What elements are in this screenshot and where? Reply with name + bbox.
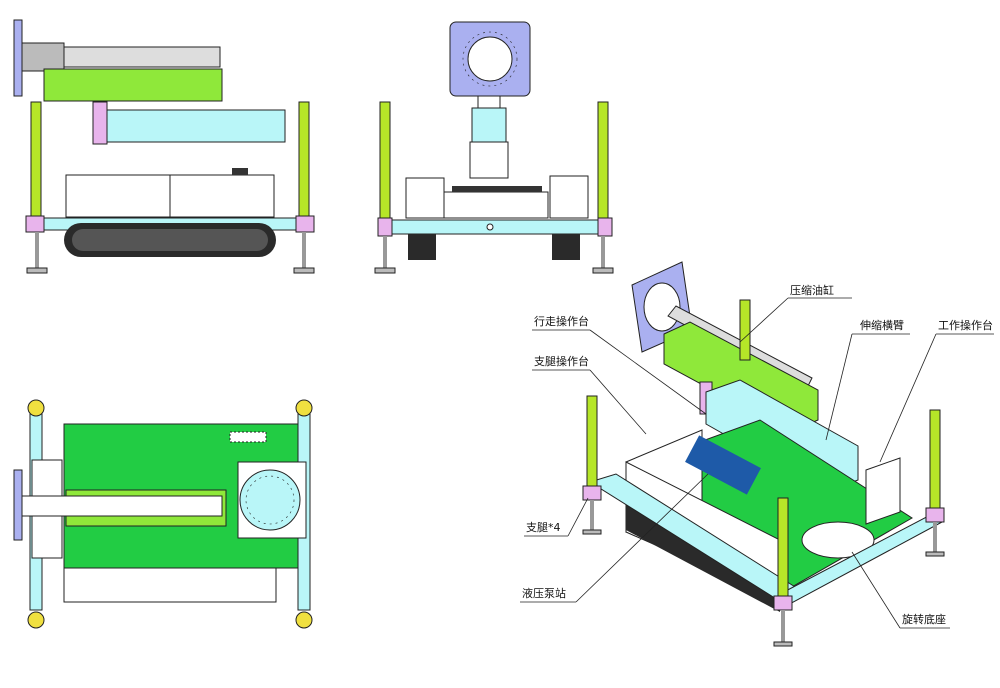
side-pink-joint xyxy=(92,101,108,145)
top-leg-pad xyxy=(27,399,45,417)
front-leg-right xyxy=(597,101,609,221)
side-view xyxy=(13,19,315,274)
iso-leg-4 xyxy=(777,497,789,603)
side-leg-right xyxy=(298,101,310,221)
iso-turntable xyxy=(801,521,875,559)
top-cylinder xyxy=(21,495,223,517)
label-work-console: 工作操作台 xyxy=(938,318,993,332)
label-arm: 伸缩横臂 xyxy=(860,318,904,332)
front-view xyxy=(374,21,614,274)
label-legs: 支腿*4 xyxy=(526,521,561,534)
side-plate xyxy=(13,19,23,97)
label-leg-console: 支腿操作台 xyxy=(534,354,589,368)
front-base-bar xyxy=(385,219,605,235)
side-vents xyxy=(232,168,248,175)
label-pump: 液压泵站 xyxy=(522,586,566,600)
label-walk-console: 行走操作台 xyxy=(534,314,589,328)
front-cyan-column xyxy=(471,107,507,143)
iso-leg-2 xyxy=(739,299,751,361)
label-cylinder: 压缩油缸 xyxy=(790,283,834,297)
iso-view xyxy=(582,261,945,647)
front-track-right xyxy=(552,234,580,260)
iso-leg-1 xyxy=(586,395,598,493)
iso-work-console xyxy=(865,457,901,525)
label-base: 旋转底座 xyxy=(902,612,946,626)
side-cylinder-head xyxy=(21,42,65,72)
top-view xyxy=(13,399,313,629)
front-track-left xyxy=(408,234,436,260)
side-leg-left xyxy=(30,101,42,221)
side-cyan-beam xyxy=(106,109,286,143)
front-body xyxy=(443,191,549,219)
iso-leg-3 xyxy=(929,409,941,515)
side-green-arm xyxy=(43,68,223,102)
front-leg-left xyxy=(379,101,391,221)
callouts: 压缩油缸 行走操作台 伸缩横臂 工作操作台 支腿操作台 支腿*4 液压泵站 旋转… xyxy=(520,283,994,629)
iso-pump xyxy=(685,435,761,495)
